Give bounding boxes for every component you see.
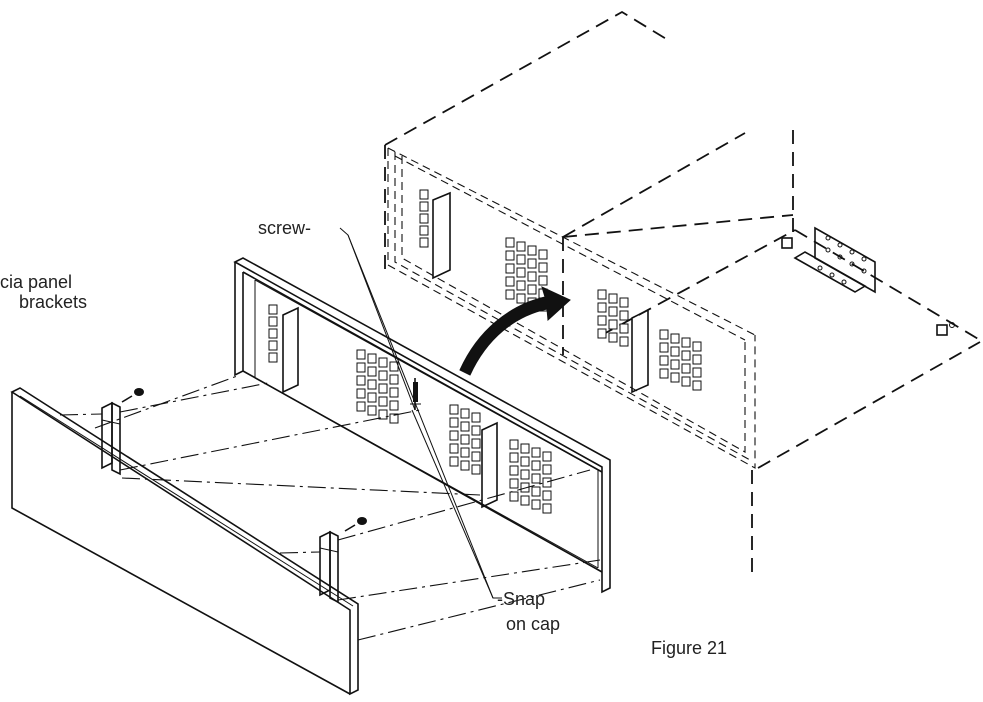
fascia-keypad-grid-2: [449, 404, 552, 514]
rear-panel-keypad-grid-2: [597, 289, 702, 394]
mounting-bracket: [781, 226, 955, 336]
figure-caption: Figure 21: [651, 638, 727, 658]
front-cover-bracket-right: [319, 530, 339, 604]
cabinet-outline: [384, 10, 981, 580]
rear-panel-keypad-left: [419, 189, 451, 280]
front-cover-bracket-left: [101, 401, 121, 476]
label-fascia-line1: cia panel: [0, 272, 72, 292]
bracket-screw-left: [121, 388, 144, 403]
front-cover-panel: [10, 387, 359, 696]
label-fascia-line2: brackets: [19, 292, 87, 312]
label-snap-line2: on cap: [506, 614, 560, 634]
assembly-guide-lines: [59, 374, 601, 641]
rear-panel: [387, 147, 756, 469]
label-snap-line1: -Snap: [497, 589, 545, 609]
fascia-keypad-grid-1: [356, 349, 399, 424]
label-screw: screw-: [258, 218, 311, 238]
fascia-panel-frame: [233, 257, 611, 594]
fascia-keypad-left: [268, 304, 299, 394]
install-arrow: [459, 286, 571, 376]
bracket-screw-right: [344, 517, 367, 532]
leader-lines: [339, 227, 502, 599]
